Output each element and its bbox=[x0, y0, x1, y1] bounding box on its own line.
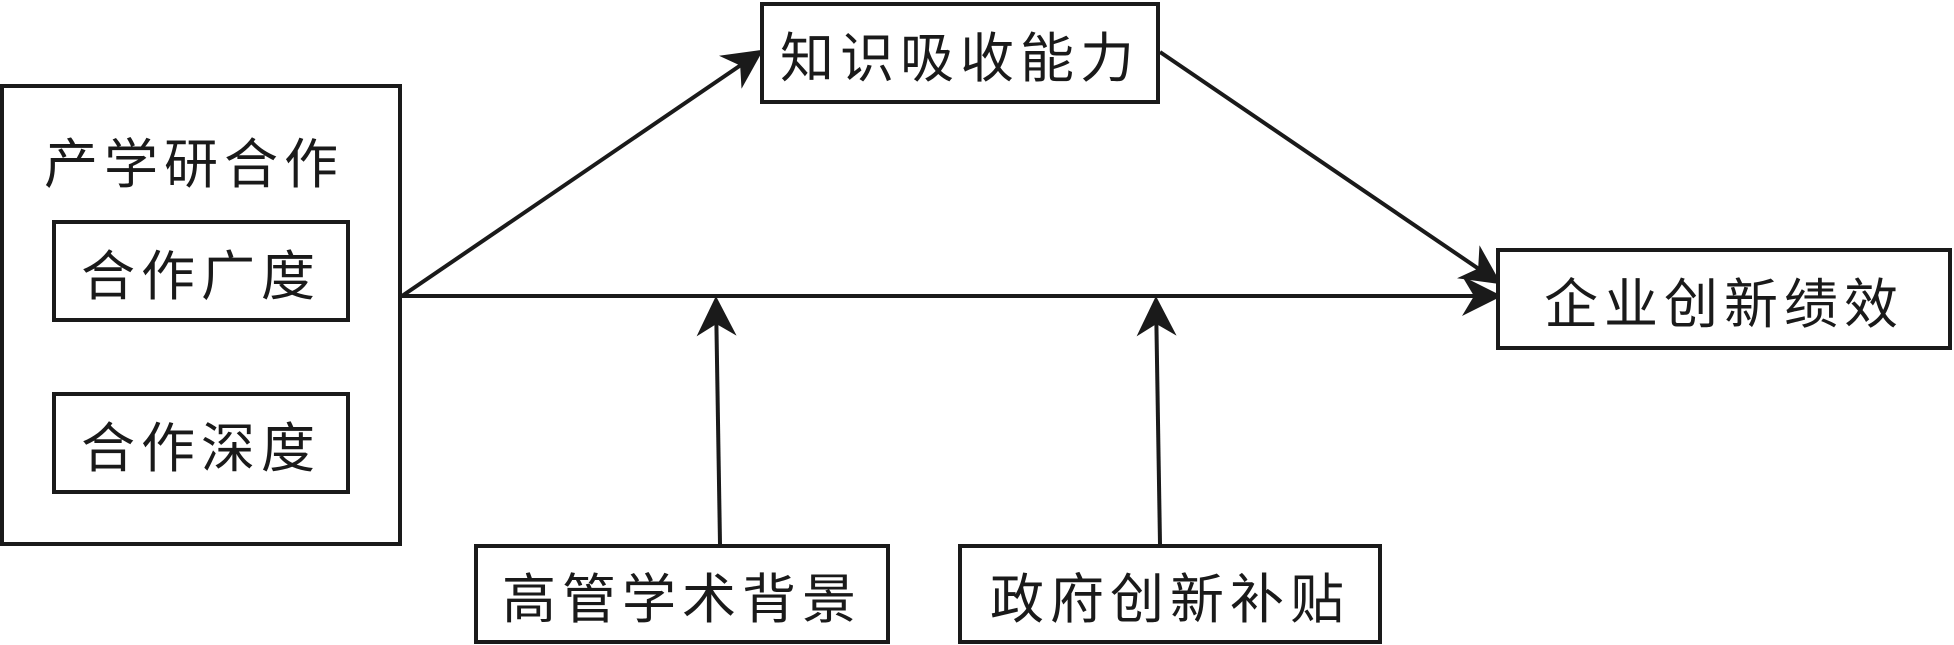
group-title: 产学研合作 bbox=[44, 133, 344, 196]
node-government-innovation-subsidy: 政府创新补贴 bbox=[958, 544, 1382, 644]
node-executive-academic-background: 高管学术背景 bbox=[474, 544, 890, 644]
arrow-moderator-subsidy-to-path bbox=[1136, 296, 1177, 545]
node-knowledge-absorptive-capacity: 知识吸收能力 bbox=[760, 2, 1160, 104]
node-cooperation-depth: 合作深度 bbox=[52, 392, 350, 494]
arrow-mediator-to-outcome bbox=[1158, 50, 1502, 285]
node-enterprise-innovation-performance: 企业创新绩效 bbox=[1496, 248, 1952, 350]
node-cooperation-breadth: 合作广度 bbox=[52, 220, 350, 322]
arrow-group-to-mediator bbox=[400, 49, 764, 298]
arrow-moderator-academic-to-path bbox=[696, 296, 737, 545]
